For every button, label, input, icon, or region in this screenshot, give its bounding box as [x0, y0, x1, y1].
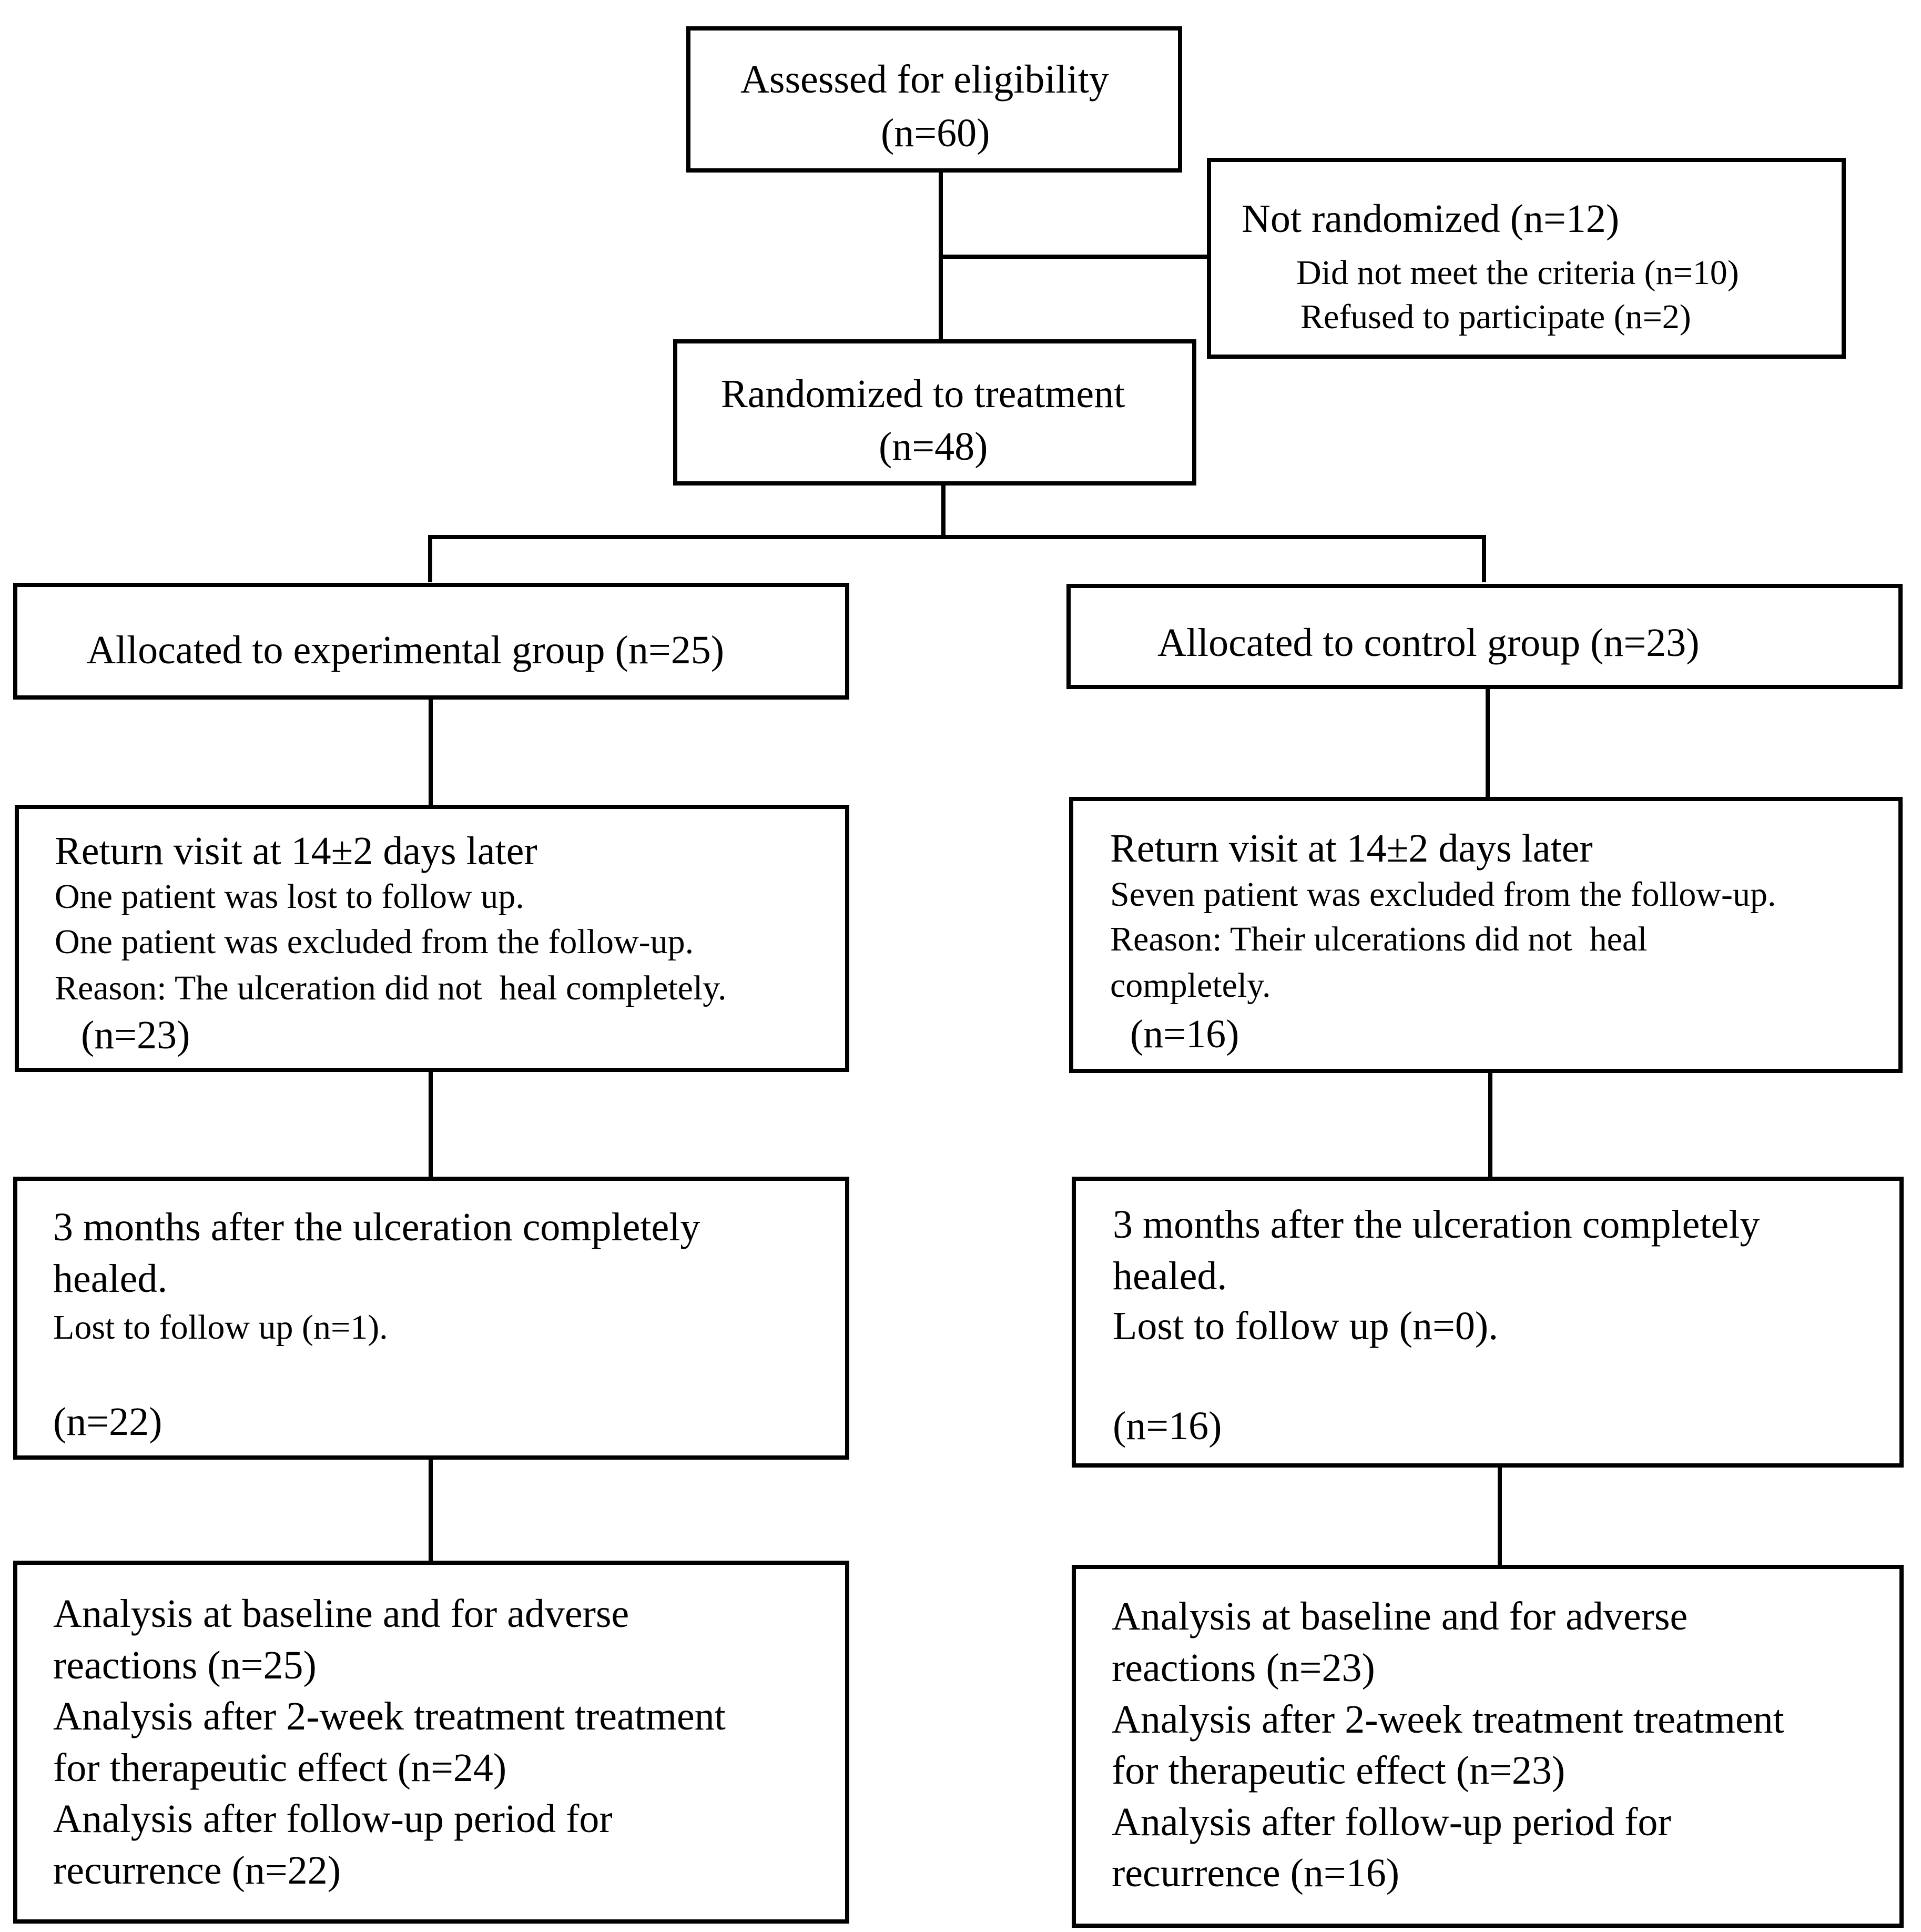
not-randomized-box: Not randomized (n=12) Did not meet the c… [1207, 158, 1846, 359]
connector-ctrl-return-to-3months [1488, 1068, 1492, 1184]
experimental-return-visit-n: (n=23) [81, 1013, 190, 1057]
experimental-3months-title-1: 3 months after the ulceration completely [53, 1205, 700, 1249]
control-return-visit-excluded: Seven patient was excluded from the foll… [1110, 875, 1776, 914]
assessed-box: Assessed for eligibility (n=60) [686, 26, 1182, 173]
experimental-return-visit-reason: Reason: The ulceration did not heal comp… [55, 969, 727, 1007]
connector-split-horizontal [428, 535, 1486, 539]
control-analysis-line-1: Analysis at baseline and for adverse [1112, 1594, 1688, 1638]
experimental-analysis-line-5: Analysis after follow-up period for [53, 1797, 613, 1841]
randomized-box: Randomized to treatment (n=48) [673, 339, 1196, 485]
experimental-allocated-box: Allocated to experimental group (n=25) [13, 583, 849, 700]
experimental-return-visit-title: Return visit at 14±2 days later [55, 829, 537, 873]
control-allocated-label: Allocated to control group (n=23) [1157, 621, 1700, 665]
control-return-visit-reason: Reason: Their ulcerations did not heal [1110, 920, 1648, 958]
connector-to-not-randomized [939, 255, 1212, 259]
control-return-visit-completely: completely. [1110, 966, 1271, 1005]
experimental-analysis-line-6: recurrence (n=22) [53, 1848, 341, 1893]
randomized-title: Randomized to treatment [721, 372, 1125, 416]
control-3months-lost: Lost to follow up (n=0). [1113, 1304, 1499, 1348]
control-analysis-line-4: for therapeutic effect (n=23) [1112, 1748, 1566, 1793]
randomized-n: (n=48) [879, 424, 988, 469]
control-analysis-line-3: Analysis after 2-week treatment treatmen… [1112, 1697, 1784, 1742]
control-3months-box: 3 months after the ulceration completely… [1072, 1177, 1904, 1468]
experimental-analysis-line-3: Analysis after 2-week treatment treatmen… [53, 1694, 726, 1738]
experimental-3months-n: (n=22) [53, 1400, 162, 1444]
experimental-3months-box: 3 months after the ulceration completely… [13, 1177, 849, 1460]
connector-randomized-down [941, 481, 946, 539]
experimental-return-visit-box: Return visit at 14±2 days later One pati… [15, 805, 849, 1072]
not-randomized-title: Not randomized (n=12) [1242, 197, 1620, 241]
control-analysis-line-2: reactions (n=23) [1112, 1646, 1375, 1690]
connector-exp-3months-to-analysis [429, 1454, 433, 1567]
control-allocated-box: Allocated to control group (n=23) [1066, 584, 1903, 689]
assessed-n: (n=60) [881, 111, 990, 155]
experimental-analysis-line-2: reactions (n=25) [53, 1643, 317, 1687]
experimental-3months-lost: Lost to follow up (n=1). [53, 1308, 388, 1347]
control-return-visit-box: Return visit at 14±2 days later Seven pa… [1069, 797, 1903, 1073]
control-return-visit-n: (n=16) [1130, 1012, 1239, 1056]
control-3months-title-2: healed. [1113, 1254, 1227, 1298]
experimental-analysis-line-1: Analysis at baseline and for adverse [53, 1592, 629, 1636]
experimental-return-visit-lost: One patient was lost to follow up. [55, 877, 524, 916]
connector-split-left [428, 535, 432, 582]
connector-exp-return-to-3months [429, 1065, 433, 1184]
control-3months-title-1: 3 months after the ulceration completely [1113, 1202, 1760, 1247]
experimental-return-visit-excluded: One patient was excluded from the follow… [55, 923, 694, 961]
connector-ctrl-3months-to-analysis [1498, 1462, 1502, 1570]
not-randomized-reason-criteria: Did not meet the criteria (n=10) [1296, 254, 1739, 292]
connector-ctrl-allocated-to-return [1486, 684, 1490, 804]
control-return-visit-title: Return visit at 14±2 days later [1110, 826, 1593, 871]
not-randomized-reason-refused: Refused to participate (n=2) [1300, 298, 1691, 336]
experimental-analysis-line-4: for therapeutic effect (n=24) [53, 1746, 507, 1790]
connector-exp-allocated-to-return [429, 694, 433, 811]
connector-split-right [1482, 535, 1486, 582]
assessed-title: Assessed for eligibility [740, 57, 1109, 102]
control-analysis-line-5: Analysis after follow-up period for [1112, 1800, 1671, 1844]
experimental-analysis-box: Analysis at baseline and for adverse rea… [13, 1561, 849, 1924]
control-analysis-line-6: recurrence (n=16) [1112, 1851, 1400, 1895]
experimental-allocated-label: Allocated to experimental group (n=25) [87, 628, 725, 672]
control-3months-n: (n=16) [1113, 1404, 1222, 1448]
experimental-3months-title-2: healed. [53, 1257, 168, 1301]
control-analysis-box: Analysis at baseline and for adverse rea… [1072, 1565, 1904, 1928]
